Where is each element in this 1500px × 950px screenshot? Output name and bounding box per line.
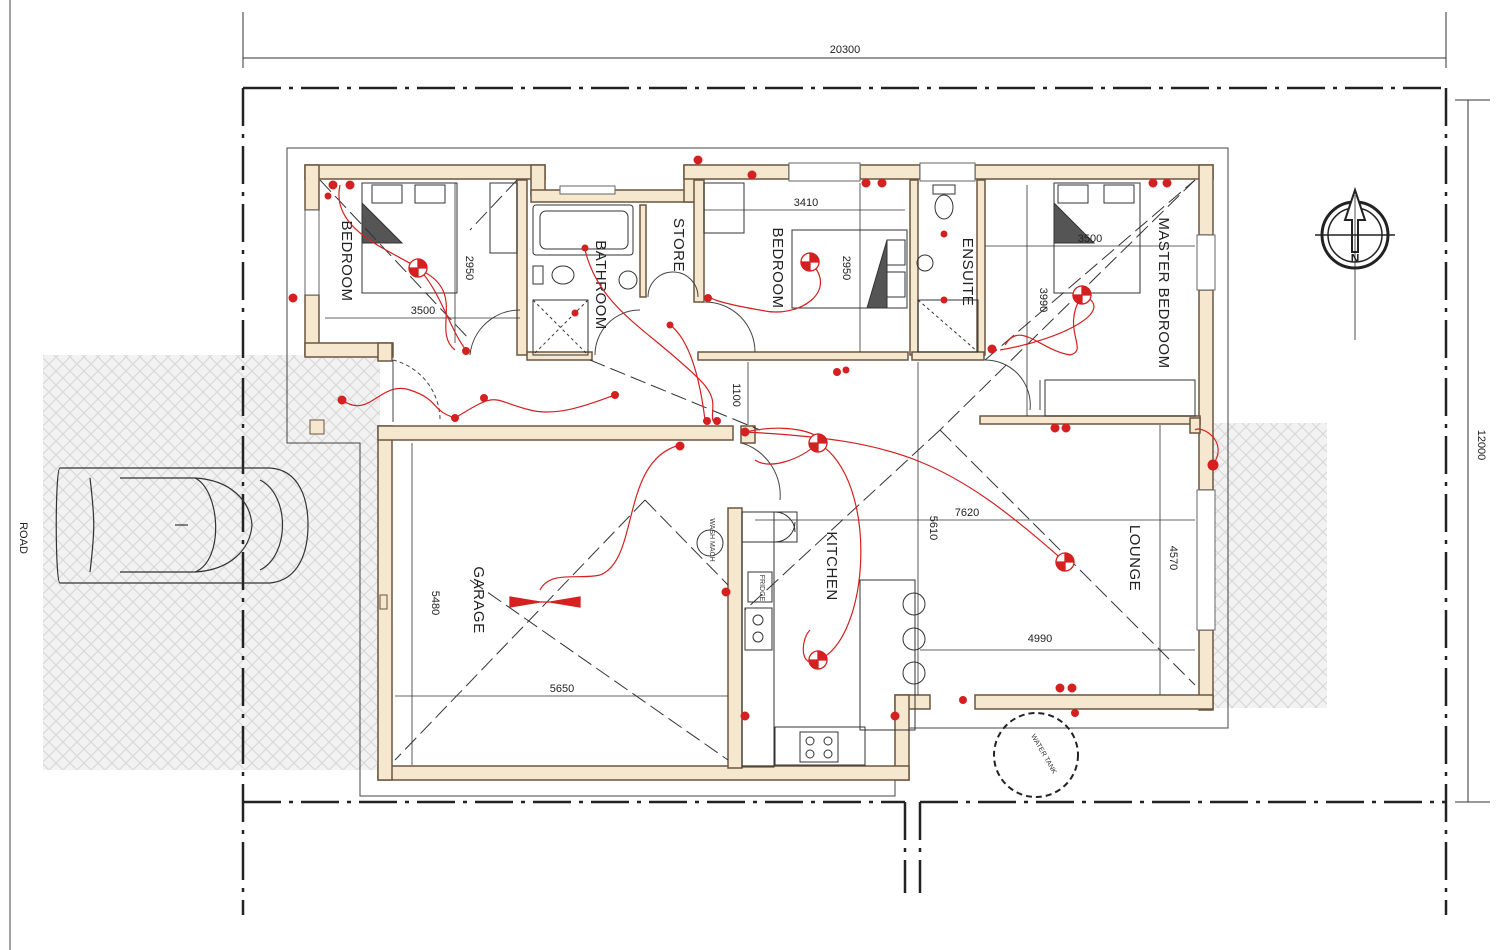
north-arrow-icon: [1315, 186, 1395, 340]
overall-depth-dimension: 12000: [1455, 99, 1490, 803]
garage-post: [379, 594, 388, 610]
windows: [304, 162, 1216, 631]
overall-width-dimension: 20300: [242, 12, 1447, 68]
room-label-lounge: LOUNGE: [1126, 525, 1143, 591]
basin-bathroom: [618, 270, 638, 290]
room-label-master-bedroom: MASTER BEDROOM: [1155, 217, 1172, 368]
bed2-depth-dim: 2950: [463, 256, 475, 280]
garage-width-dim: 5650: [550, 683, 574, 695]
lounge-width-dim: 7620: [955, 507, 979, 519]
kitchen-lounge-width-dim: 4990: [1028, 633, 1052, 645]
light-kitchen: [808, 650, 828, 670]
bath-tub: [532, 204, 634, 256]
interior-dimension-lines: [325, 183, 1195, 765]
fridge-label: FRIDGE: [758, 575, 765, 602]
room-label-bedroom-2: BEDROOM: [338, 220, 355, 301]
lounge-depth-dim: 4570: [1167, 546, 1179, 570]
dimension-labels: 3500 2950 3410 2950 3500 3990 1100 7620 …: [411, 197, 1179, 695]
living-depth-dim: 5610: [927, 516, 939, 540]
stove: [799, 731, 839, 763]
fridge: [747, 571, 773, 603]
light-master: [1072, 285, 1092, 305]
room-label-ensuite: ENSUITE: [959, 238, 976, 307]
toilet-ensuite: [934, 194, 954, 220]
light-dining: [808, 433, 828, 453]
island-bench: [859, 579, 916, 731]
stool-1: [902, 592, 926, 616]
bed2-width-dim: 3500: [411, 305, 435, 317]
water-tank: [993, 712, 1079, 798]
meter-box: [309, 419, 325, 435]
stool-2: [902, 627, 926, 651]
walls: [304, 164, 1214, 781]
bathroom-fixtures: [532, 184, 979, 356]
hall-width-dim: 1100: [730, 383, 742, 407]
toilet-bathroom: [551, 265, 575, 285]
master-depth-dim: 3990: [1037, 288, 1049, 312]
light-lounge: [1055, 552, 1075, 572]
bed3-depth-dim: 2950: [840, 256, 852, 280]
sink: [744, 607, 773, 651]
wash-machine-label: WASH MACH: [708, 518, 715, 561]
roof-hip-lines: [319, 179, 1196, 761]
light-garage: [509, 596, 581, 608]
outlets-switches: [288, 155, 1219, 721]
beds: [361, 182, 1196, 417]
road-label: ROAD: [17, 522, 29, 554]
doors: [392, 271, 1041, 501]
room-label-kitchen: KITCHEN: [823, 531, 840, 600]
light-bedroom-2: [408, 258, 428, 278]
garage-depth-dim: 5480: [429, 591, 441, 615]
basin-ensuite: [916, 254, 934, 272]
site-boundary: [241, 86, 1448, 915]
north-label: N: [1351, 251, 1360, 265]
driveway-paving: [43, 355, 380, 770]
bed-middle: [791, 229, 908, 309]
overall-depth-label: 12000: [1475, 430, 1487, 461]
room-label-store: STORE: [670, 218, 687, 272]
roof-outline: [286, 147, 1229, 797]
car-icon: [55, 467, 309, 584]
kitchen-fixtures: [696, 511, 926, 768]
light-fixtures: [408, 252, 1092, 670]
bed3-width-dim: 3410: [794, 197, 818, 209]
water-tank-label: WATER TANK: [1029, 733, 1057, 775]
room-label-bedroom-3: BEDROOM: [769, 227, 786, 308]
light-bedroom-3: [800, 252, 820, 272]
patio-paving: [1210, 423, 1327, 708]
shower-bathroom: [532, 299, 589, 356]
stool-3: [902, 661, 926, 685]
wash-machine: [696, 529, 724, 557]
shower-ensuite: [917, 299, 979, 353]
overall-width-label: 20300: [830, 44, 861, 56]
room-label-garage: GARAGE: [470, 566, 487, 633]
master-width-dim: 3500: [1078, 233, 1102, 245]
